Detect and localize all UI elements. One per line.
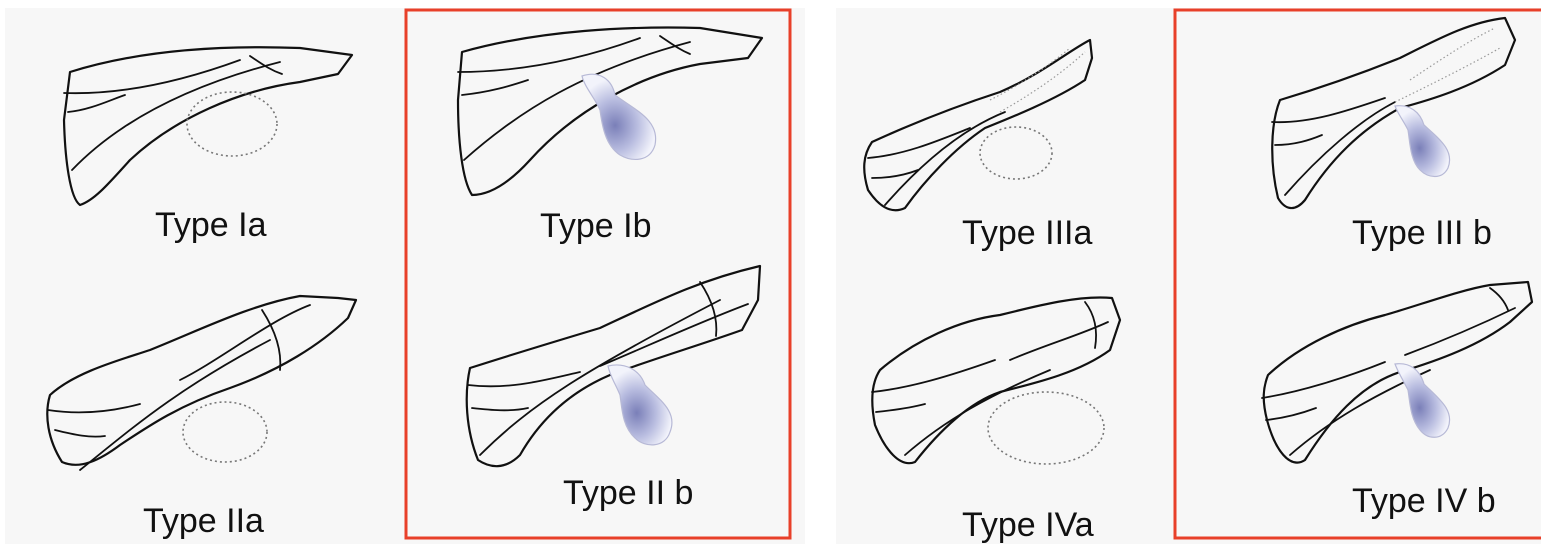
label-type-iia: Type IIa [143,502,264,540]
label-type-ia: Type Ia [155,206,267,244]
label-type-iiib: Type III b [1352,214,1492,252]
label-type-ivb: Type IV b [1352,482,1496,520]
label-type-iva: Type IVa [962,506,1094,544]
label-type-iiia: Type IIIa [962,214,1092,252]
label-type-ib: Type Ib [540,207,652,245]
label-type-iib: Type II b [563,474,693,512]
right-panel-background [836,8,1541,544]
